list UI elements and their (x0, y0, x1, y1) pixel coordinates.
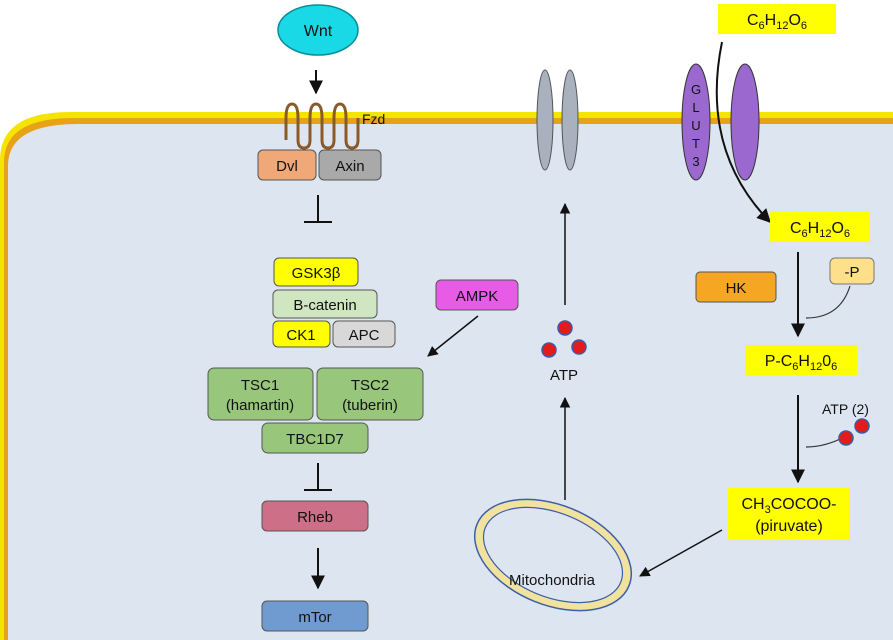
arrow-ampk-tsc2 (427, 315, 479, 357)
fzd-receptor (284, 102, 360, 150)
mtor-label: mTor (298, 609, 331, 626)
apc-box (332, 320, 396, 348)
apc-label: APC (349, 327, 380, 344)
mtor-box (261, 600, 369, 632)
glut3-letter-l: L (692, 100, 699, 115)
arrow-glucose-import (715, 41, 771, 224)
axin-box (318, 149, 382, 181)
axin-label: Axin (335, 158, 364, 175)
glut3-letter-3: 3 (692, 154, 699, 169)
tsc2-label-line2: (tuberin) (342, 397, 398, 414)
wnt-ligand (277, 4, 359, 56)
atp2-label: ATP (2) (822, 401, 869, 417)
phosphate-label: -P (845, 264, 860, 281)
g6p-label: P-C6H1206 (765, 353, 838, 373)
tbc1d7-label: TBC1D7 (286, 431, 344, 448)
channel-left (536, 69, 554, 171)
g6p-box (745, 345, 857, 375)
glut3-left (681, 63, 711, 181)
glut3-letter-t: T (692, 136, 700, 151)
rheb-label: Rheb (297, 509, 333, 526)
mitochondria (473, 498, 633, 612)
glut3-right (730, 63, 760, 181)
ampk-label: AMPK (456, 288, 499, 305)
atp-dot-left (541, 342, 557, 358)
glucose-inside-label: C6H12O6 (790, 220, 850, 240)
pyruvate-label-line1: CH3COCOO- (741, 496, 836, 516)
tsc1-label-line1: TSC1 (241, 377, 279, 394)
arrow-pyruvate-mito (639, 529, 723, 577)
phosphate-box (829, 257, 875, 285)
ck1-box (272, 320, 331, 348)
tbc1d7-box (261, 422, 369, 454)
ck1-label: CK1 (286, 327, 315, 344)
cell (0, 112, 893, 640)
tsc1-label-line2: (hamartin) (226, 397, 294, 414)
glucose-outside-label: C6H12O6 (747, 12, 807, 32)
glucose-inside-box (770, 212, 870, 242)
channel-right (561, 69, 579, 171)
dvl-label: Dvl (276, 158, 298, 175)
glut3-letter-u: U (691, 118, 700, 133)
gsk3b-label: GSK3β (292, 265, 341, 282)
glucose-outside-box (718, 4, 836, 34)
mitochondria-label: Mitochondria (509, 572, 596, 589)
rheb-box (261, 500, 369, 532)
glut3-letter-g: G (691, 82, 701, 97)
hk-box (695, 271, 777, 303)
dvl-box (257, 149, 317, 181)
bcatenin-label: B-catenin (293, 297, 356, 314)
atp-dot-right (571, 339, 587, 355)
cytoplasm (8, 124, 893, 640)
phosphate-connector (805, 285, 851, 319)
ampk-box (435, 279, 519, 311)
tsc1-box (207, 367, 314, 421)
atp-dot-top (557, 320, 573, 336)
atp2-dot-a (838, 430, 854, 446)
bcatenin-box (272, 289, 378, 319)
tsc2-label-line1: TSC2 (351, 377, 389, 394)
pyruvate-label-line2: (piruvate) (755, 518, 823, 535)
gsk3b-box (273, 257, 359, 287)
atp-label: ATP (550, 367, 578, 384)
wnt-label: Wnt (304, 23, 333, 40)
mito-inner (482, 506, 624, 604)
atp2-dot-b (854, 418, 870, 434)
fzd-label: Fzd (362, 111, 385, 127)
pyruvate-box (728, 488, 850, 540)
tsc2-box (316, 367, 424, 421)
hk-label: HK (726, 280, 747, 297)
